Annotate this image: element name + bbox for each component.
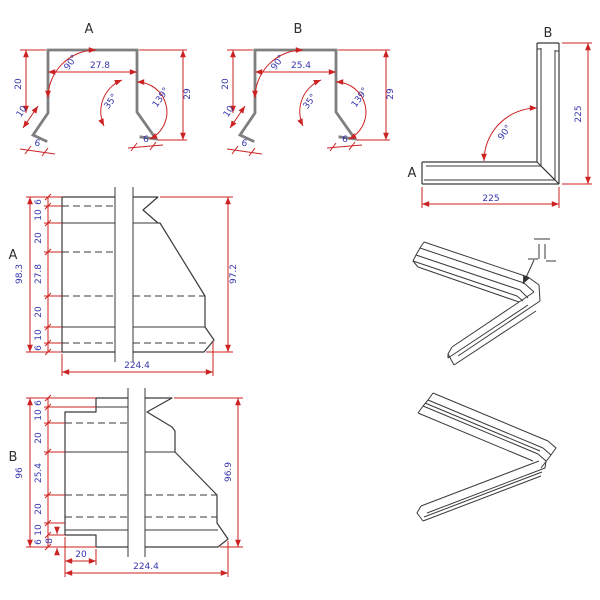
dim-foot-right: 6 [342, 135, 348, 145]
arc-angle-top [252, 47, 304, 99]
iso-corner-weld-view [412, 238, 556, 366]
flat-pattern-b-view: B 6 10 20 2 [9, 388, 243, 577]
dim-foot-right: 6 [143, 135, 149, 145]
dim-height: 29 [183, 88, 193, 100]
iso-corner-view [416, 392, 557, 522]
profile-a-right-leg [135, 49, 159, 141]
profile-b-right-leg [334, 49, 358, 141]
seg-dim: 10 [34, 329, 44, 341]
dim-angle: 90° [497, 123, 514, 142]
dim-angle-top: 90° [63, 53, 80, 72]
flat-a-label: A [9, 248, 18, 263]
seg-dim: 27.8 [34, 264, 44, 284]
dim-top-width: 25.4 [291, 61, 311, 71]
segment-ticks [44, 394, 52, 551]
tick [329, 142, 337, 152]
dim-line-foot-left [19, 148, 56, 155]
tick [348, 141, 356, 151]
tick [41, 147, 49, 157]
corner-plan-view: B A 90° 225 225 [408, 26, 592, 208]
dim-angle-leg: 139° [350, 86, 371, 110]
profile-a-left-leg [30, 49, 50, 143]
dim-line-foot-left [226, 148, 263, 155]
dim-flat-width: 224.4 [124, 361, 150, 371]
dim-angle-top: 90° [270, 53, 287, 72]
profile-a-section-view: A 27.8 90° 20 10 6 35° 139° 29 6 [14, 22, 193, 157]
seg-dim: 10 [34, 409, 44, 421]
arc-angle [481, 105, 538, 162]
dim-hook: 10 [15, 104, 30, 119]
tick [130, 142, 138, 152]
profile-b-section-view: B 25.4 90° 20 10 6 35° 139° 29 6 [221, 22, 396, 157]
corner-label-a: A [408, 166, 417, 181]
segment-ticks [44, 193, 52, 356]
seg-dim: 10 [34, 524, 44, 536]
tick [248, 147, 256, 157]
dim-web-height: 20 [14, 78, 24, 90]
arc-angle-top [45, 47, 97, 99]
seg-dim: 6 [34, 345, 44, 351]
dim-top-width: 27.8 [90, 61, 110, 71]
flat-a-right-outline [133, 196, 215, 353]
dim-overall-height: 98.3 [15, 264, 25, 284]
dim-line-hook [229, 105, 246, 129]
flat-a-left-outline [61, 196, 115, 353]
seg-dim: 20 [34, 503, 44, 515]
dim-vertical-length: 225 [574, 105, 584, 122]
dim-notch-width: 20 [75, 550, 87, 560]
dim-right-height: 97.2 [229, 264, 239, 284]
iso-corner-wireframe [412, 241, 541, 366]
dim-line-hook [22, 105, 39, 129]
dim-angle-leg: 139° [151, 86, 172, 110]
flat-b-right-outline [145, 397, 229, 548]
tick [24, 145, 32, 155]
seg-dim: 6 [34, 199, 44, 205]
profile-b-left-leg [237, 49, 257, 143]
seg-dim: 20 [34, 306, 44, 318]
seg-dim: 10 [34, 209, 44, 221]
dim-flat-width: 224.4 [133, 562, 159, 572]
dim-notch-depth: 8 [45, 538, 55, 544]
dim-height: 29 [386, 88, 396, 100]
seg-dim: 6 [34, 400, 44, 406]
flat-b-left-outline [64, 397, 128, 548]
tick [231, 145, 239, 155]
dim-horizontal-length: 225 [482, 194, 499, 204]
dim-right-height: 96.9 [224, 462, 234, 482]
miter-inner-line [540, 165, 556, 181]
tick [149, 141, 157, 151]
dim-web-height: 20 [221, 78, 231, 90]
profile-b-label: B [294, 22, 303, 37]
profile-a-label: A [85, 22, 94, 37]
seg-dim: 20 [34, 232, 44, 244]
arc-angle-hook [297, 79, 322, 127]
dim-foot-left: 6 [241, 139, 248, 150]
seg-dim: 20 [34, 432, 44, 444]
weld-symbol-icon [522, 238, 556, 285]
flat-pattern-a-view: A 6 10 20 2 [9, 187, 239, 376]
arc-angle-leg [335, 79, 367, 140]
corner-label-b: B [544, 26, 553, 41]
dim-foot-left: 6 [34, 139, 41, 150]
seg-dim: 6 [34, 539, 44, 545]
iso-corner-wireframe [416, 392, 557, 522]
dim-hook: 10 [222, 104, 237, 119]
arc-angle-leg [136, 79, 168, 140]
seg-dim: 25.4 [34, 463, 44, 483]
arc-angle-hook [98, 79, 123, 127]
flat-b-label: B [9, 450, 18, 465]
dim-overall-height: 96 [15, 467, 25, 479]
